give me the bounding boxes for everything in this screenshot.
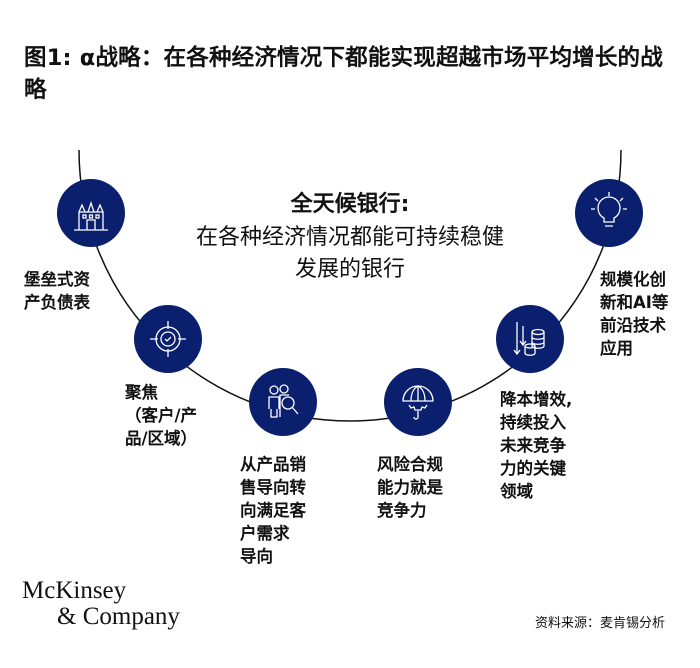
lightbulb-icon (591, 192, 627, 227)
node-innovation-ai (575, 179, 643, 247)
node-label: 从产品销 售导向转 向满足客 户需求 导向 (240, 455, 306, 566)
node-risk-compliance (384, 368, 452, 436)
center-heading: 全天候银行: (290, 192, 410, 217)
node-label: 聚焦 （客户/产 品/区域） (125, 383, 198, 448)
umbrella-gear-icon (402, 385, 434, 420)
logo-line-2: & Company (57, 603, 180, 630)
coins-down-icon (513, 322, 545, 356)
node-label: 风险合规 能力就是 竞争力 (377, 455, 443, 520)
logo-line-1: McKinsey (22, 577, 127, 604)
castle-icon (74, 200, 108, 231)
node-label: 堡垒式资 产负债表 (24, 270, 90, 312)
customer-search-icon (268, 384, 299, 418)
source-note: 资料来源：麦肯锡分析 (535, 616, 666, 631)
center-subtitle: 在各种经济情况都能可持续稳健发展的银行 (195, 225, 504, 282)
node-focus (134, 305, 202, 373)
node-fortress-balance-sheet (57, 179, 125, 247)
target-icon (150, 321, 186, 357)
node-cost-efficiency (496, 305, 564, 373)
node-customer-orientation (249, 368, 317, 436)
node-label: 规模化创 新和AI等 前沿技术 应用 (600, 270, 669, 358)
mckinsey-logo: McKinsey & Company (22, 578, 180, 630)
node-label: 降本增效, 持续投入 未来竞争 力的关键 领域 (500, 390, 573, 501)
figure-title: 图1: α战略：在各种经济情况下都能实现超越市场平均增长的战略 (24, 45, 663, 103)
